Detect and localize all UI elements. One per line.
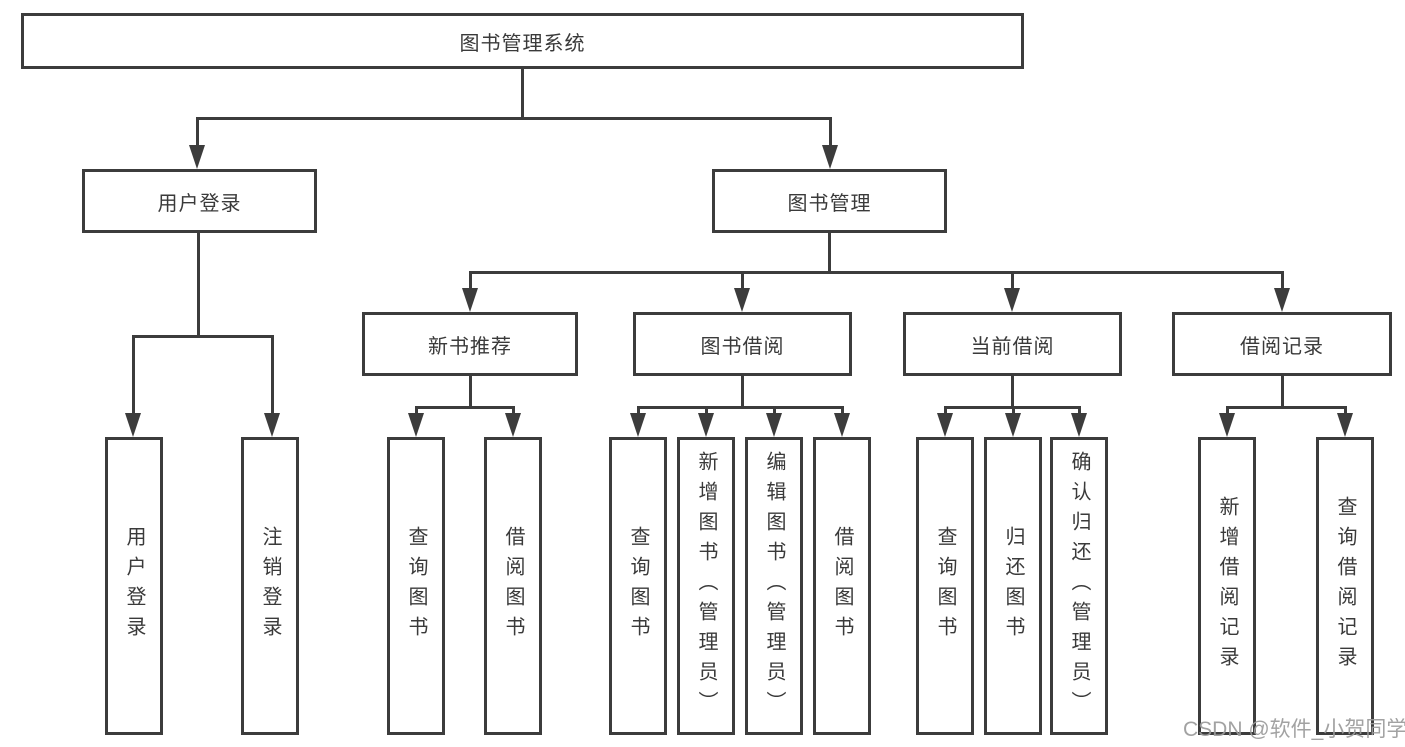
node-label: 用户登录 bbox=[123, 526, 145, 646]
connector-newbook-hline bbox=[415, 406, 515, 409]
connector-level2-hline bbox=[196, 117, 832, 120]
connector-stem bbox=[1012, 406, 1015, 416]
arrow-down-icon bbox=[834, 413, 850, 437]
node-label: 注销登录 bbox=[259, 526, 281, 646]
node-leaf-borrow-book-2: 借阅图书 bbox=[813, 437, 871, 735]
node-root-label: 图书管理系统 bbox=[459, 32, 586, 55]
connector-bookborrow-down bbox=[741, 375, 744, 408]
arrow-down-icon bbox=[1219, 413, 1235, 437]
node-current-borrow: 当前借阅 bbox=[903, 312, 1122, 376]
node-new-book-recommend: 新书推荐 bbox=[362, 312, 578, 376]
node-label: 借阅图书 bbox=[831, 526, 853, 646]
arrow-down-icon bbox=[630, 413, 646, 437]
connector-stem bbox=[1011, 271, 1014, 291]
node-label: 借阅记录 bbox=[1240, 335, 1324, 358]
connector-stem bbox=[1281, 271, 1284, 291]
arrow-down-icon bbox=[189, 145, 205, 169]
connector-stem bbox=[469, 271, 472, 291]
connector-user-login-down bbox=[197, 233, 200, 336]
node-label: 归还图书 bbox=[1002, 526, 1024, 646]
connector-bookborrow-hline bbox=[637, 406, 844, 409]
arrow-down-icon bbox=[1071, 413, 1087, 437]
node-leaf-query-borrow-record: 查询借阅记录 bbox=[1316, 437, 1374, 735]
connector-stem bbox=[944, 406, 947, 416]
arrow-down-icon bbox=[937, 413, 953, 437]
watermark: CSDN @软件_小贺同学 bbox=[1183, 718, 1405, 741]
node-leaf-logout: 注销登录 bbox=[241, 437, 299, 735]
connector-stem bbox=[1344, 406, 1347, 416]
connector-stem bbox=[132, 335, 135, 413]
node-leaf-user-login: 用户登录 bbox=[105, 437, 163, 735]
connector-stem bbox=[841, 406, 844, 416]
connector-records-hline bbox=[1226, 406, 1347, 409]
arrow-down-icon bbox=[1274, 288, 1290, 312]
arrow-down-icon bbox=[822, 145, 838, 169]
node-borrow-records: 借阅记录 bbox=[1172, 312, 1392, 376]
node-leaf-add-borrow-record: 新增借阅记录 bbox=[1198, 437, 1256, 735]
node-leaf-borrow-book-1: 借阅图书 bbox=[484, 437, 542, 735]
node-leaf-query-book-1: 查询图书 bbox=[387, 437, 445, 735]
node-label: 确认归还（管理员） bbox=[1068, 451, 1090, 721]
node-label: 新书推荐 bbox=[428, 335, 512, 358]
connector-stem bbox=[741, 271, 744, 291]
connector-newbook-down bbox=[469, 375, 472, 408]
node-label: 用户登录 bbox=[157, 192, 242, 215]
connector-stem bbox=[1078, 406, 1081, 416]
node-label: 图书借阅 bbox=[700, 335, 785, 358]
node-user-login: 用户登录 bbox=[82, 169, 317, 233]
node-label: 图书管理 bbox=[787, 192, 872, 215]
connector-stem bbox=[1226, 406, 1229, 416]
node-book-management: 图书管理 bbox=[712, 169, 947, 233]
node-leaf-confirm-return-admin: 确认归还（管理员） bbox=[1050, 437, 1108, 735]
arrow-down-icon bbox=[1337, 413, 1353, 437]
node-root: 图书管理系统 bbox=[21, 13, 1024, 69]
node-leaf-query-book-3: 查询图书 bbox=[916, 437, 974, 735]
arrow-down-icon bbox=[1004, 288, 1020, 312]
node-label: 查询图书 bbox=[627, 526, 649, 646]
arrow-down-icon bbox=[505, 413, 521, 437]
arrow-down-icon bbox=[264, 413, 280, 437]
connector-stem-user-login bbox=[196, 117, 199, 149]
node-leaf-query-book-2: 查询图书 bbox=[609, 437, 667, 735]
arrow-down-icon bbox=[1005, 413, 1021, 437]
connector-stem bbox=[512, 406, 515, 416]
node-leaf-add-book-admin: 新增图书（管理员） bbox=[677, 437, 735, 735]
connector-stem bbox=[271, 335, 274, 413]
arrow-down-icon bbox=[125, 413, 141, 437]
connector-user-login-hline bbox=[132, 335, 273, 338]
connector-root-stem bbox=[521, 69, 524, 118]
node-label: 新增图书（管理员） bbox=[695, 451, 717, 721]
connector-book-mgmt-down bbox=[828, 233, 831, 273]
connector-stem-book-mgmt bbox=[829, 117, 832, 149]
connector-level3-hline bbox=[469, 271, 1283, 274]
connector-stem bbox=[705, 406, 708, 416]
node-label: 新增借阅记录 bbox=[1216, 496, 1238, 676]
node-label: 查询图书 bbox=[405, 526, 427, 646]
connector-records-down bbox=[1281, 375, 1284, 408]
arrow-down-icon bbox=[698, 413, 714, 437]
node-book-borrow: 图书借阅 bbox=[633, 312, 852, 376]
arrow-down-icon bbox=[734, 288, 750, 312]
arrow-down-icon bbox=[766, 413, 782, 437]
node-label: 编辑图书（管理员） bbox=[763, 451, 785, 721]
node-label: 借阅图书 bbox=[502, 526, 524, 646]
arrow-down-icon bbox=[408, 413, 424, 437]
arrow-down-icon bbox=[462, 288, 478, 312]
node-label: 查询借阅记录 bbox=[1334, 496, 1356, 676]
connector-stem bbox=[773, 406, 776, 416]
node-label: 查询图书 bbox=[934, 526, 956, 646]
connector-currentborrow-down bbox=[1011, 375, 1014, 408]
node-leaf-edit-book-admin: 编辑图书（管理员） bbox=[745, 437, 803, 735]
node-label: 当前借阅 bbox=[970, 335, 1055, 358]
node-leaf-return-book: 归还图书 bbox=[984, 437, 1042, 735]
connector-stem bbox=[415, 406, 418, 416]
connector-stem bbox=[637, 406, 640, 416]
